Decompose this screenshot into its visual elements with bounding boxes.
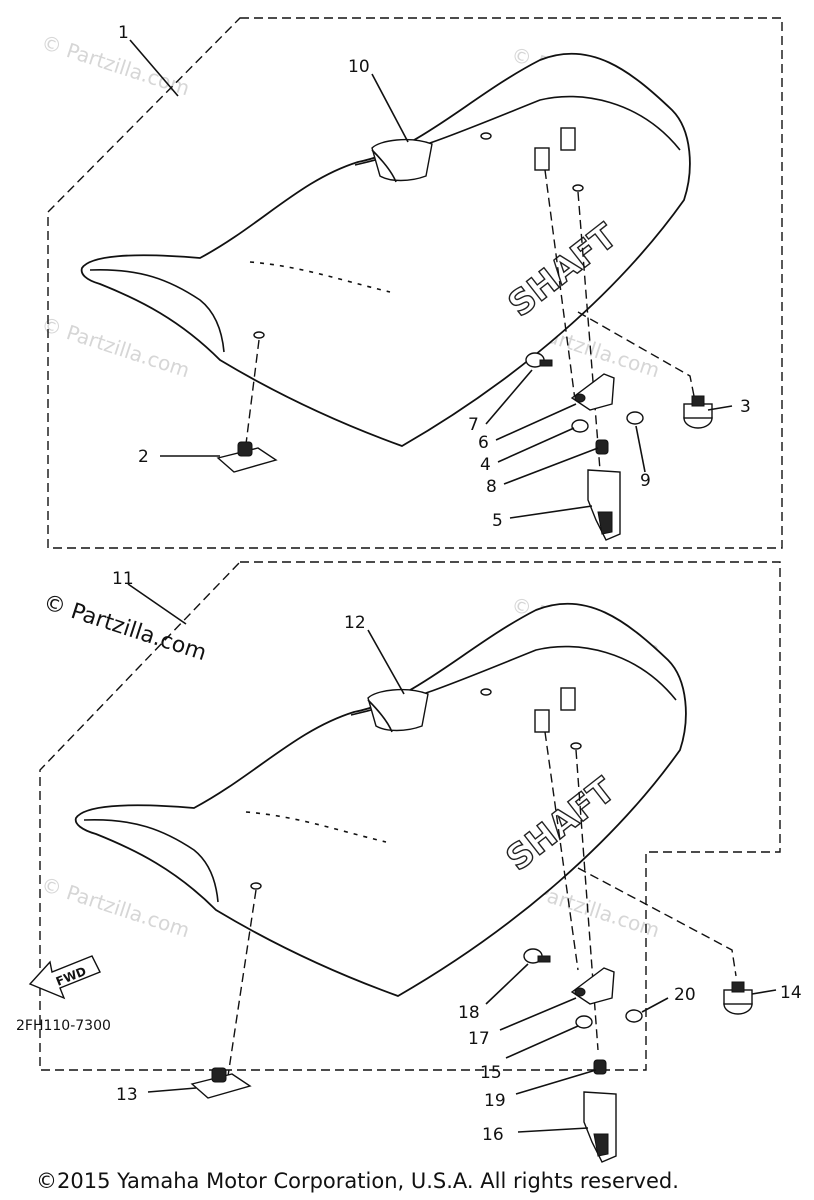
seat-edge-line <box>83 818 219 903</box>
part-14-cushion <box>723 981 753 1015</box>
callout-line <box>497 427 575 463</box>
callout-line <box>495 403 577 441</box>
callout-line <box>517 1127 589 1133</box>
part-label-15: 15 <box>480 1063 502 1083</box>
watermark: © Partzilla.com <box>38 872 192 943</box>
part-label-11: 11 <box>112 569 134 589</box>
copyright-notice: ©2015 Yamaha Motor Corporation, U.S.A. A… <box>36 1169 679 1193</box>
seat-assembly-1: SHAFT <box>47 17 783 549</box>
callout-line <box>515 1069 597 1095</box>
part-16-latch <box>583 1091 617 1163</box>
callout-line <box>641 997 669 1013</box>
callout-line <box>147 1087 197 1093</box>
part-17-hinge <box>570 967 615 1005</box>
seat-edge-line <box>89 268 225 353</box>
part-label-19: 19 <box>484 1091 506 1111</box>
leader-line <box>575 749 599 1051</box>
seat-contour-line <box>245 811 387 843</box>
callout-line <box>371 73 409 143</box>
mount-hole <box>480 688 492 696</box>
part-label-12: 12 <box>344 613 366 633</box>
callout-line <box>499 997 577 1031</box>
leader-line <box>244 339 260 453</box>
part-label-10: 10 <box>348 57 370 77</box>
assembly-boundary <box>47 17 783 549</box>
part-label-16: 16 <box>482 1125 504 1145</box>
part-15-collar <box>575 1015 593 1029</box>
leader-line <box>577 311 695 397</box>
part-2-bracket <box>216 441 278 473</box>
part-label-20: 20 <box>674 985 696 1005</box>
partzilla-watermark: © Partzilla.com <box>40 590 209 666</box>
callout-line <box>127 583 187 625</box>
part-label-14: 14 <box>780 983 802 1003</box>
callout-line <box>635 425 646 473</box>
callout-line <box>707 405 733 411</box>
part-20-nut <box>625 1009 643 1023</box>
stud <box>560 687 576 711</box>
leader-line <box>227 889 257 1077</box>
callout-line <box>129 39 179 97</box>
stud <box>534 147 550 171</box>
callout-line <box>751 989 777 995</box>
callout-line <box>485 369 533 425</box>
part-7-bolt <box>525 352 553 368</box>
diagram-code: 2FH110-7300 <box>16 1018 111 1034</box>
part-label-18: 18 <box>458 1003 480 1023</box>
mount-hole <box>250 882 262 890</box>
seat-strap <box>367 689 429 732</box>
seat-contour-line <box>249 261 391 293</box>
part-label-8: 8 <box>486 477 497 497</box>
part-label-6: 6 <box>478 433 489 453</box>
part-label-4: 4 <box>480 455 491 475</box>
seat-strap <box>371 139 433 182</box>
part-3-cushion <box>683 395 713 429</box>
seat-body <box>74 602 687 997</box>
part-label-2: 2 <box>138 447 149 467</box>
part-label-3: 3 <box>740 397 751 417</box>
strap-fold <box>371 149 397 183</box>
part-label-1: 1 <box>118 23 129 43</box>
part-18-bolt <box>523 948 551 964</box>
mount-hole <box>572 184 584 192</box>
part-8-spring <box>595 439 609 455</box>
part-label-13: 13 <box>116 1085 138 1105</box>
part-label-7: 7 <box>468 415 479 435</box>
part-5-latch <box>587 469 621 541</box>
part-label-9: 9 <box>640 471 651 491</box>
mount-hole <box>253 331 265 339</box>
callout-line <box>503 447 599 485</box>
leader-line <box>577 191 601 471</box>
stud <box>534 709 550 733</box>
part-6-hinge <box>570 373 615 411</box>
stud <box>560 127 576 151</box>
part-label-5: 5 <box>492 511 503 531</box>
part-9-nut <box>626 411 644 425</box>
part-13-bracket <box>190 1067 252 1099</box>
callout-line <box>505 1025 579 1059</box>
leader-line <box>544 731 579 971</box>
leader-line <box>544 169 576 401</box>
seat-assembly-2: SHAFT <box>39 561 802 1163</box>
callout-line <box>485 963 529 1005</box>
mount-hole <box>570 742 582 750</box>
callout-line <box>509 505 593 519</box>
strap-fold <box>367 699 393 733</box>
mount-hole <box>480 132 492 140</box>
part-19-spring <box>593 1059 607 1075</box>
part-label-17: 17 <box>468 1029 490 1049</box>
leader-line <box>577 867 737 977</box>
part-4-collar <box>571 419 589 433</box>
callout-line <box>367 629 405 695</box>
assembly-boundary <box>39 561 781 1071</box>
watermark: © Partzilla.com <box>38 312 192 383</box>
